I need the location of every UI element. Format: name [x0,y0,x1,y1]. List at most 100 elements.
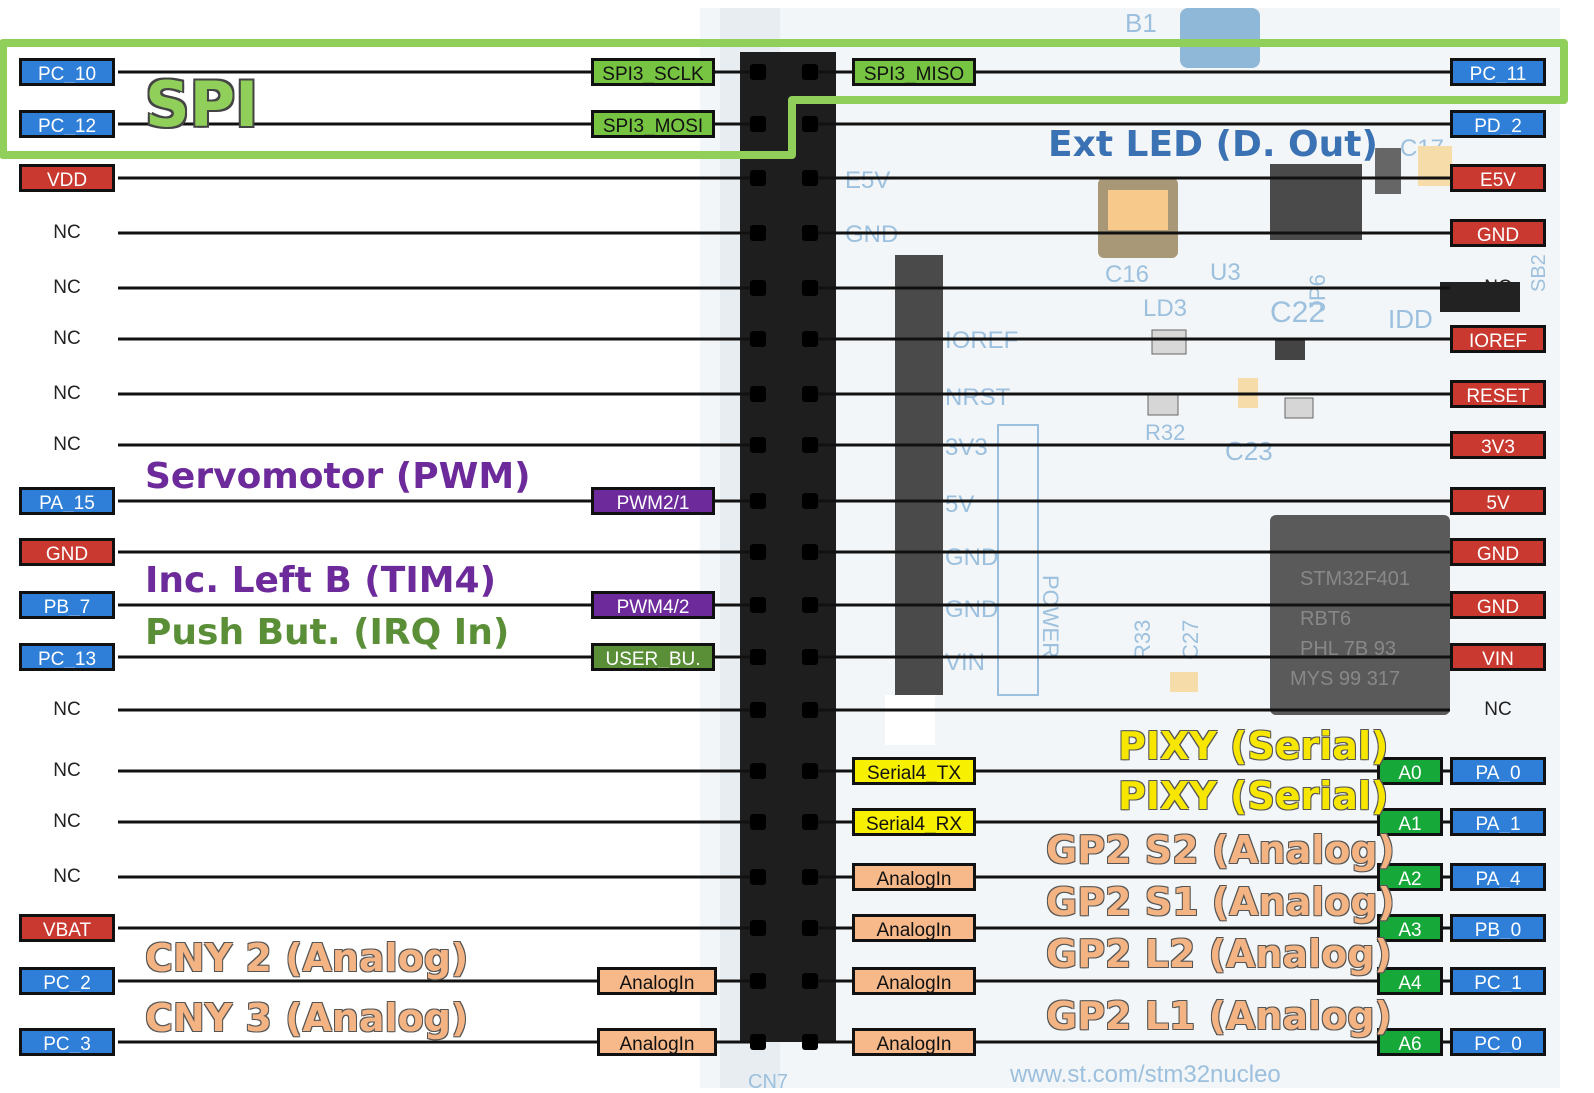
pin-right-13 [802,763,818,779]
func-label-left-18: AnalogIn [597,1028,717,1056]
pin-label-right-0: PC_11 [1450,58,1546,86]
silk-nrst: NRST [945,384,1011,411]
silk-c23: C23 [1225,436,1273,466]
silk-sb2: SB2 [1528,254,1550,292]
pin-label-right-14: PA_1 [1450,808,1546,836]
silk-ld3: LD3 [1143,295,1187,322]
pin-left-5 [750,331,766,347]
pin-label-left-7: NC [53,434,81,455]
pin-label-left-16: VBAT [19,914,115,942]
pin-label-left-13: NC [53,760,81,781]
func-label-right-0: SPI3_MISO [852,58,976,86]
pin-right-18 [802,1034,818,1050]
pin-label-left-9: GND [19,538,115,566]
func-label-left-10: PWM4/2 [591,591,715,619]
pin-label-left-17: PC_2 [19,967,115,995]
pin-right-14 [802,814,818,830]
pin-label-left-14: NC [53,811,81,832]
part-c27 [1170,672,1198,692]
func-label-left-8: PWM2/1 [591,487,715,515]
arduino-label-13: A0 [1377,757,1443,785]
func-label-left-17: AnalogIn [597,967,717,995]
arduino-label-17: A4 [1377,967,1443,995]
pin-right-8 [802,493,818,509]
pin-label-left-8: PA_15 [19,487,115,515]
pin-label-right-1: PD_2 [1450,110,1546,138]
led-ld3 [1151,329,1187,355]
func-label-right-16: AnalogIn [852,914,976,942]
pin-left-16 [750,920,766,936]
pin-label-right-4: NC [1484,277,1512,298]
pin-left-0 [750,64,766,80]
pin-left-2 [750,170,766,186]
silk-cn7: CN7 [748,1071,788,1093]
pin-left-12 [750,702,766,718]
pin-left-4 [750,280,766,296]
caption-gp2-s1: GP2 S1 (Analog) [1046,880,1395,924]
caption-inc-left: Inc. Left B (TIM4) [145,560,497,601]
header-pins [750,64,818,1050]
silk-c16: C16 [1105,261,1149,288]
silk-c22: C22 [1270,296,1325,329]
func-label-right-15: AnalogIn [852,863,976,891]
pin-left-18 [750,1034,766,1050]
silk-u3: U3 [1210,259,1241,286]
pin-right-9 [802,544,818,560]
func-label-left-0: SPI3_SCLK [591,58,715,86]
pin-label-left-18: PC_3 [19,1028,115,1056]
silk-gnd2: GND [945,544,998,571]
caption-spi: SPI [145,68,259,141]
func-label-right-14: Serial4_RX [852,808,976,836]
part-r32 [1147,394,1179,416]
pin-left-9 [750,544,766,560]
pin-right-17 [802,973,818,989]
silk-3v3: 3V3 [945,434,988,461]
pin-right-2 [802,170,818,186]
regulator-u3 [1270,164,1362,240]
caption-gp2-l1: GP2 L1 (Analog) [1046,994,1392,1038]
pin-right-16 [802,920,818,936]
pin-label-left-2: VDD [19,164,115,192]
pin-label-left-4: NC [53,277,81,298]
pin-right-1 [802,116,818,132]
pin-right-3 [802,225,818,241]
caption-push-button: Push But. (IRQ In) [145,612,510,653]
power-header [895,255,943,695]
pin-label-right-7: 3V3 [1450,431,1546,459]
caption-gp2-l2: GP2 L2 (Analog) [1046,932,1392,976]
pin-left-15 [750,869,766,885]
pin-label-right-10: GND [1450,591,1546,619]
pin-right-6 [802,386,818,402]
pin-label-right-3: GND [1450,219,1546,247]
pin-label-right-16: PB_0 [1450,914,1546,942]
mcu-chip [1270,515,1450,715]
pin-label-left-11: PC_13 [19,643,115,671]
caption-servo: Servomotor (PWM) [145,456,531,497]
pin-right-4 [802,280,818,296]
silk-jp6: JP6 [1305,274,1330,312]
chip-line1: STM32F401 [1300,568,1410,590]
pin-label-right-17: PC_1 [1450,967,1546,995]
pin-label-right-9: GND [1450,538,1546,566]
silk-b1: B1 [1125,8,1157,38]
arduino-label-15: A2 [1377,863,1443,891]
arduino-label-14: A1 [1377,808,1443,836]
caption-cny2: CNY 2 (Analog) [145,936,469,980]
silk-e5v: E5V [845,167,890,194]
caption-ext-led: Ext LED (D. Out) [1048,124,1378,165]
silk-c27: C27 [1178,620,1203,660]
func-label-right-18: AnalogIn [852,1028,976,1056]
pin-label-right-18: PC_0 [1450,1028,1546,1056]
pin-label-left-6: NC [53,383,81,404]
caption-gp2-s2: GP2 S2 (Analog) [1046,828,1395,872]
silk-vin: VIN [945,649,985,676]
pin-left-1 [750,116,766,132]
pin-label-left-10: PB_7 [19,591,115,619]
func-label-left-1: SPI3_MOSI [591,110,715,138]
pin-right-15 [802,869,818,885]
button-b1-icon [1180,8,1260,68]
arduino-label-16: A3 [1377,914,1443,942]
pin-label-right-5: IOREF [1450,325,1546,353]
silk-power: POWER [1038,575,1063,658]
